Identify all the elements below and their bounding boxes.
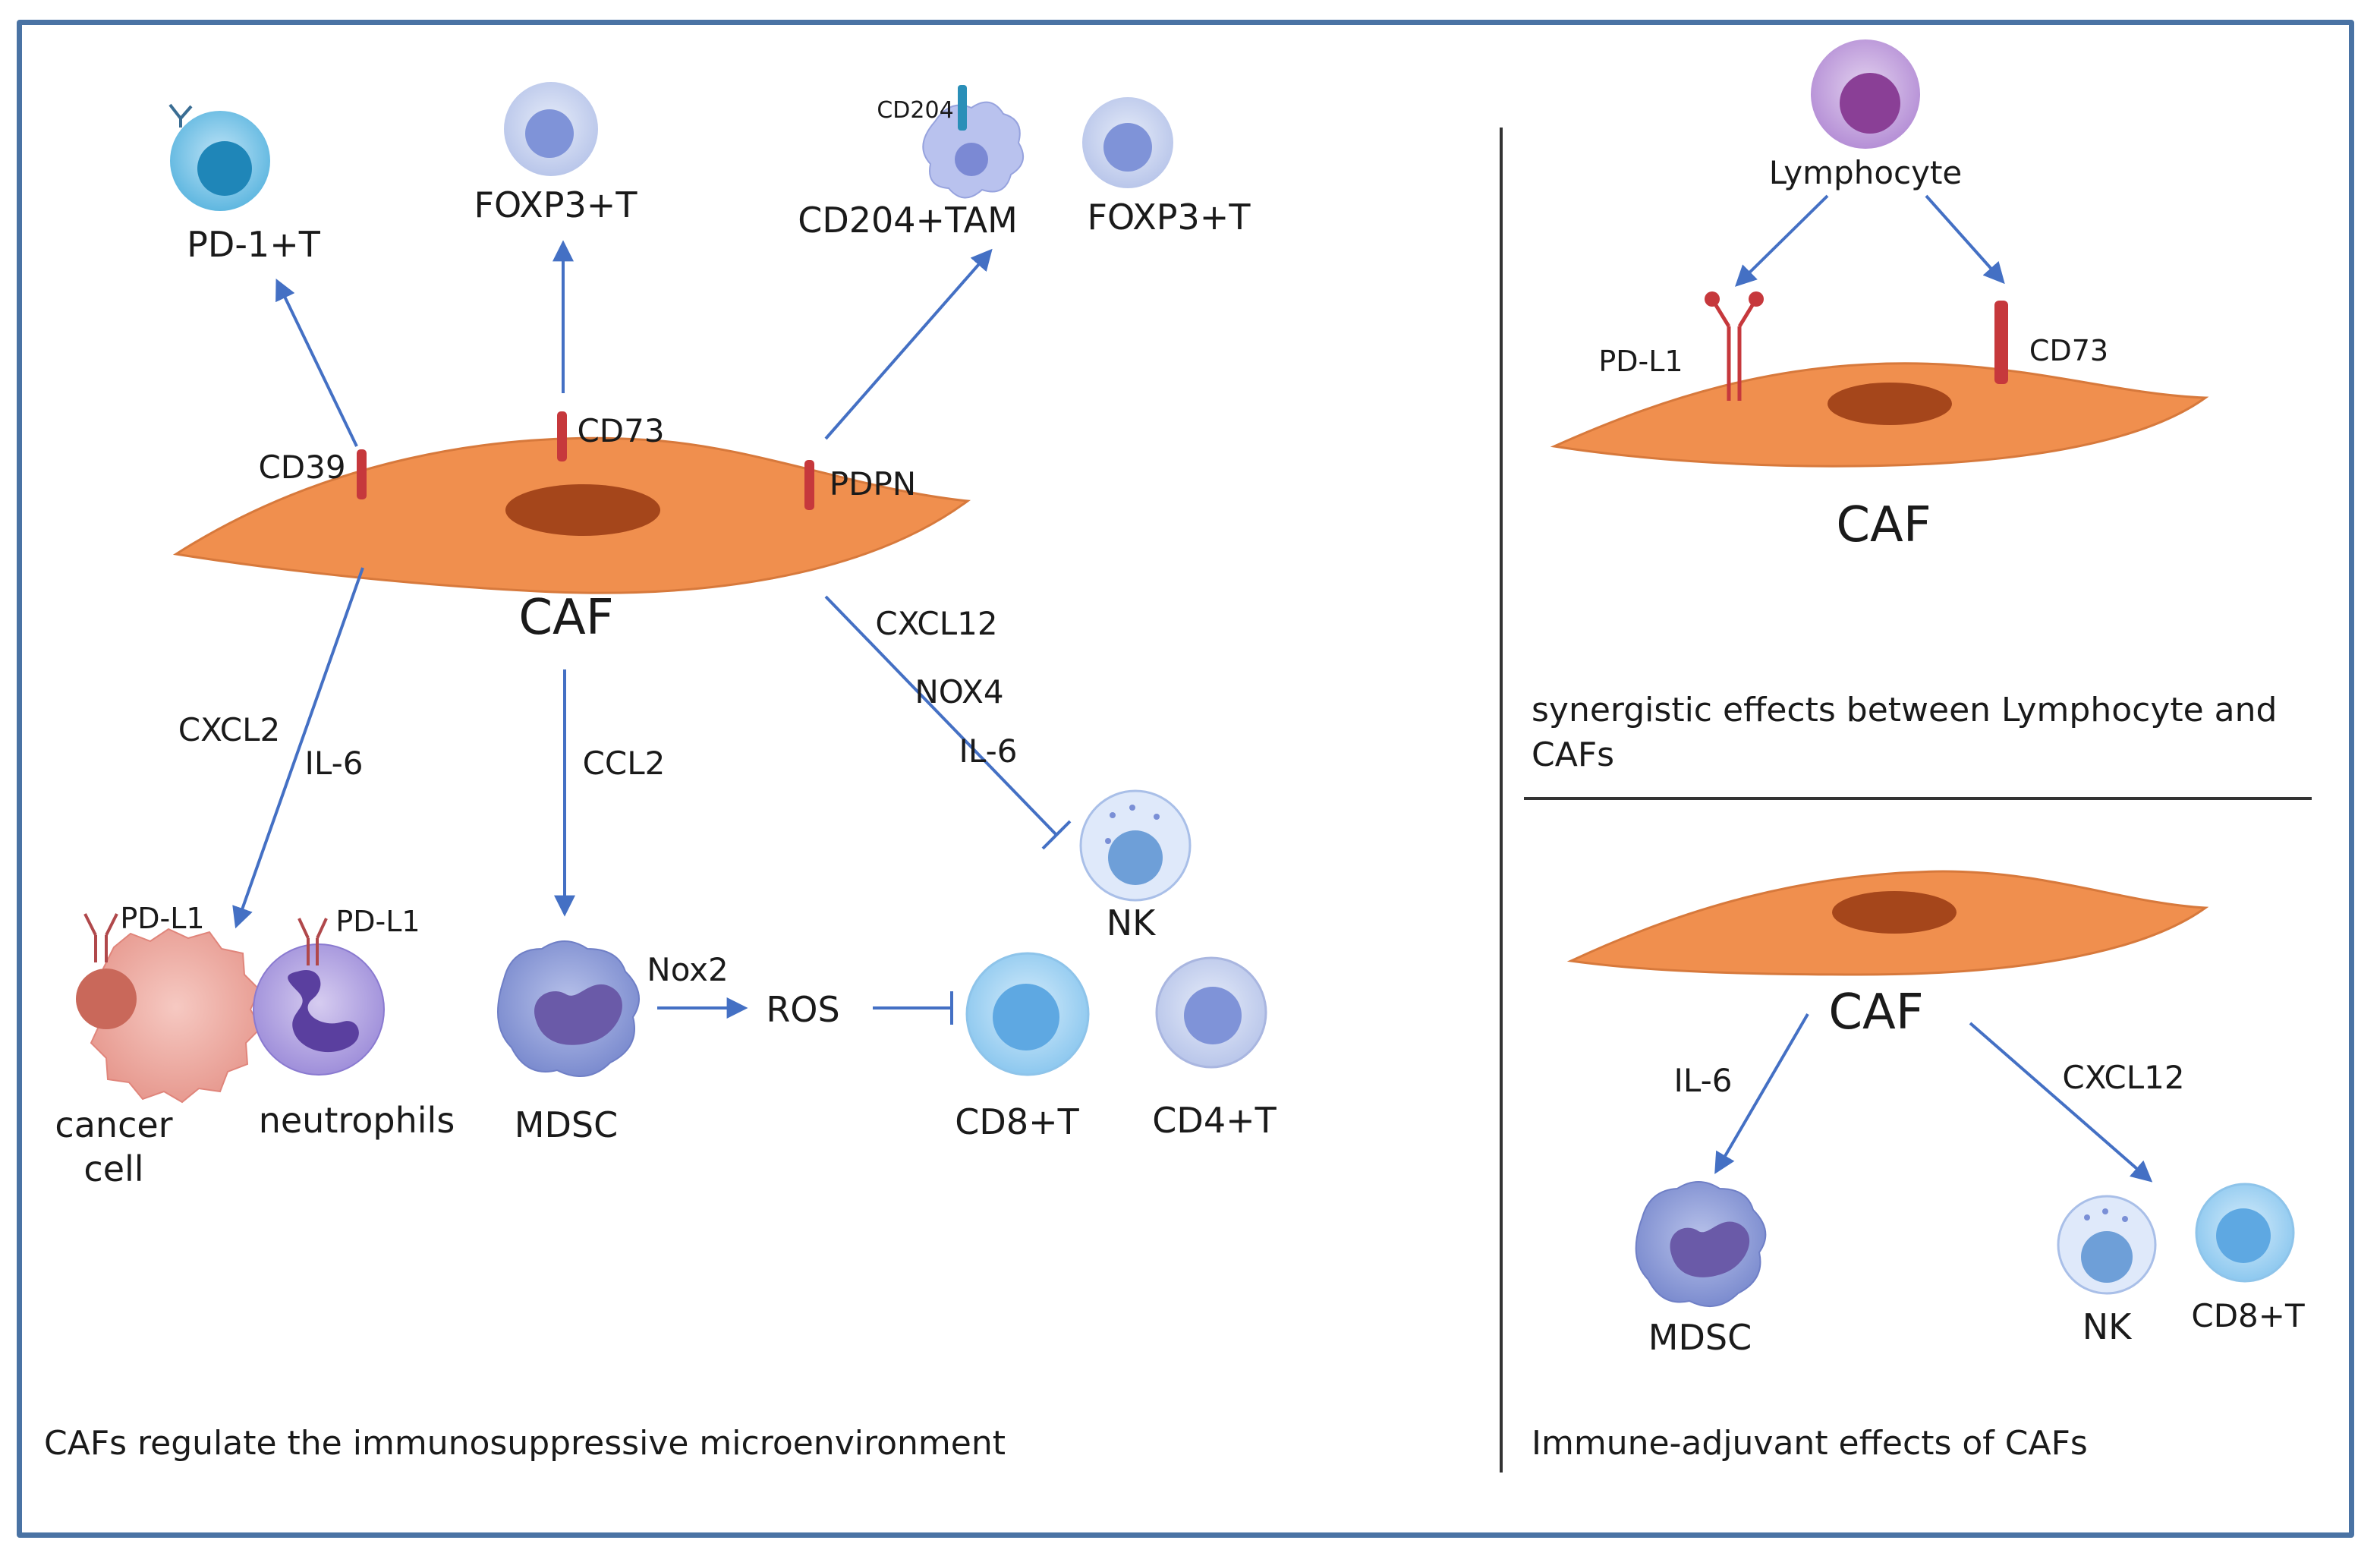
- caf-nucleus-bottom: [1832, 891, 1957, 934]
- cd73-receptor: [557, 411, 567, 461]
- label-il6-b: IL-6: [959, 732, 1018, 770]
- arrow-lymph-to-cd73: [1925, 194, 2005, 285]
- label-cd73-top: CD73: [2029, 334, 2109, 367]
- label-cd8-t: CD8+T: [955, 1101, 1079, 1142]
- lymphocyte-cell: [1811, 39, 1920, 149]
- neutrophil-cell: [253, 918, 385, 1076]
- label-mdsc: MDSC: [514, 1104, 619, 1145]
- label-cxcl2: CXCL2: [178, 711, 281, 748]
- label-cd8-t-right: CD8+T: [2191, 1297, 2305, 1334]
- label-caf-bottom: CAF: [1828, 984, 1924, 1041]
- label-cd4-t: CD4+T: [1152, 1100, 1277, 1141]
- label-foxp3-t-1: FOXP3+T: [474, 184, 638, 225]
- label-nox4: NOX4: [915, 673, 1004, 710]
- label-ros: ROS: [766, 989, 840, 1030]
- label-cell: cell: [83, 1148, 144, 1189]
- arrow-caf-to-mdsc-right: [1714, 1013, 1809, 1174]
- arrow-cd39-to-pd1t: [275, 278, 358, 447]
- caption-right-top-line2: CAFs: [1532, 735, 1615, 775]
- inhibit-caf-to-nk: [824, 595, 1058, 836]
- caption-right-bottom: Immune-adjuvant effects of CAFs: [1532, 1424, 2088, 1463]
- arrow-caf-to-cancer: [232, 567, 364, 929]
- label-lymphocyte: Lymphocyte: [1768, 154, 1963, 191]
- label-cancer: cancer: [55, 1104, 173, 1145]
- cd8-t-cell-right: [2195, 1183, 2295, 1283]
- label-mdsc-right: MDSC: [1648, 1317, 1752, 1358]
- label-cd204-marker: CD204: [877, 97, 954, 124]
- figure-frame: [17, 20, 2354, 1538]
- label-cxcl12: CXCL12: [875, 605, 998, 642]
- arrow-caf-to-nk-right: [1969, 1022, 2153, 1183]
- pdpn-receptor: [804, 460, 814, 510]
- label-cd39: CD39: [258, 449, 346, 486]
- label-nox2: Nox2: [647, 951, 729, 988]
- caption-right-top: synergistic effects between Lymphocyte a…: [1532, 688, 2277, 778]
- cd8-t-cell: [965, 952, 1090, 1076]
- caf-nucleus: [505, 484, 660, 536]
- nk-cell: [1079, 789, 1192, 902]
- caf-nucleus-top: [1828, 383, 1952, 425]
- foxp3-t-cell-2: [1082, 97, 1173, 188]
- label-il6: IL-6: [304, 745, 364, 782]
- arrow-pdpn-to-cd204tam: [824, 248, 993, 440]
- arrow-lymph-to-pdl1: [1735, 194, 1829, 287]
- caption-right-top-line1: synergistic effects between Lymphocyte a…: [1532, 691, 2278, 729]
- label-ccl2: CCL2: [582, 745, 666, 782]
- label-cd73: CD73: [577, 412, 665, 449]
- pdl1-receptor-top: [1710, 298, 1758, 401]
- label-pdpn: PDPN: [829, 465, 917, 502]
- label-caf-top: CAF: [1836, 497, 1931, 553]
- label-neutrophils: neutrophils: [258, 1100, 455, 1141]
- label-cd204-tam: CD204+TAM: [798, 200, 1018, 241]
- nk-cell-right: [2057, 1195, 2157, 1295]
- caption-left: CAFs regulate the immunosuppressive micr…: [44, 1424, 1006, 1463]
- cd204-tam-cell: [922, 85, 1025, 199]
- cd4-t-cell: [1155, 956, 1267, 1069]
- foxp3-t-cell-1: [504, 82, 598, 176]
- label-pdl1-a: PD-L1: [120, 902, 205, 935]
- label-il6-right: IL-6: [1673, 1062, 1733, 1099]
- label-nk-right: NK: [2082, 1306, 2132, 1347]
- inhibit-bar-nk: [1041, 820, 1072, 850]
- cd39-receptor: [357, 449, 367, 499]
- label-pd1-t: PD-1+T: [187, 224, 320, 265]
- cd73-receptor-top: [1994, 301, 2008, 384]
- mdsc-cell-right: [1635, 1181, 1767, 1307]
- label-foxp3-t-2: FOXP3+T: [1087, 197, 1251, 238]
- pd1-t-cell: [168, 103, 270, 211]
- mdsc-cell: [497, 940, 640, 1077]
- label-caf-main: CAF: [518, 590, 614, 646]
- label-nk: NK: [1106, 902, 1156, 943]
- label-pdl1-top: PD-L1: [1598, 345, 1683, 378]
- cancer-cell: [76, 913, 263, 1104]
- label-pdl1-b: PD-L1: [335, 905, 420, 938]
- label-cxcl12-right: CXCL12: [2062, 1059, 2185, 1096]
